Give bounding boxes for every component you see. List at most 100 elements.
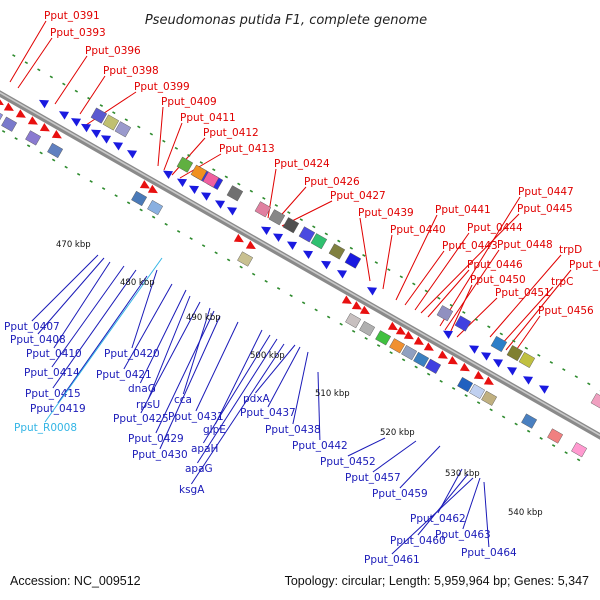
reverse-gene-arrow [176, 178, 188, 188]
reverse-gene-label: Pput_0437 [240, 407, 296, 419]
forward-label-layer: Pput_0391Pput_0393Pput_0396Pput_0398Pput… [9, 10, 600, 357]
forward-gene-box [237, 251, 254, 267]
forward-gene-label: Pput_0453 [569, 259, 600, 271]
tick-mark [574, 375, 579, 379]
forward-gene-label: Pput_0409 [161, 96, 217, 108]
tick-mark [1, 130, 6, 133]
tick-layer [1, 54, 600, 462]
reverse-leader-line [31, 254, 99, 322]
reverse-gene-label: Pput_0431 [168, 411, 224, 423]
tick-mark [564, 451, 568, 455]
forward-gene-box [147, 200, 164, 216]
forward-gene-arrow [341, 295, 352, 304]
forward-gene-box [131, 190, 148, 207]
forward-gene-label: Pput_0456 [538, 305, 594, 317]
tick-mark [226, 258, 231, 262]
forward-gene-label: Pput_0424 [274, 158, 330, 170]
tick-mark [276, 287, 281, 290]
forward-leader-line [54, 55, 88, 105]
tick-mark [262, 196, 266, 200]
tick-mark [489, 408, 493, 412]
tick-mark [264, 279, 268, 283]
tick-mark [214, 251, 218, 255]
reverse-gene-box [176, 156, 194, 173]
reverse-gene-label: Pput_0429 [128, 433, 184, 445]
reverse-gene-label: Pput_0463 [435, 529, 491, 541]
forward-leader-line [505, 269, 572, 351]
reverse-gene-arrow [226, 207, 238, 216]
forward-gene-arrow [233, 233, 244, 243]
reverse-gene-arrow [366, 287, 378, 296]
forward-gene-arrow [447, 356, 458, 365]
topology-text: Topology: circular; Length: 5,959,964 bp… [284, 574, 589, 588]
reverse-gene-label: pdxA [243, 393, 271, 405]
tick-mark [376, 344, 381, 348]
tick-mark [89, 180, 93, 183]
reverse-leader-line [267, 346, 301, 408]
tick-mark [301, 301, 306, 305]
reverse-gene-box [254, 201, 272, 218]
reverse-gene-label: Pput_0460 [390, 535, 446, 547]
tick-mark [587, 382, 591, 386]
reverse-leader-line [37, 257, 105, 335]
tick-mark [551, 444, 556, 447]
tick-mark [501, 415, 506, 419]
forward-gene-label: Pput_0448 [497, 239, 553, 251]
scale-label: 480 kbp [120, 278, 155, 288]
forward-gene-label: Pput_0391 [44, 10, 100, 22]
forward-leader-line [79, 75, 106, 115]
reverse-leader-line [140, 301, 201, 414]
forward-gene-box [571, 442, 588, 458]
reverse-leader-line [255, 344, 296, 394]
reverse-gene-label: rpsU [136, 399, 160, 411]
reverse-gene-arrow [336, 270, 348, 279]
reverse-leader-line [44, 257, 163, 423]
tick-mark [12, 54, 16, 57]
scale-label: 500 kbp [250, 351, 285, 361]
tick-mark [514, 422, 518, 426]
tick-mark [299, 218, 304, 222]
forward-gene-label: Pput_0440 [390, 224, 446, 236]
reverse-gene-box [202, 171, 220, 188]
tick-mark [424, 289, 429, 293]
tick-mark [224, 175, 229, 179]
tick-mark [249, 189, 254, 193]
tick-mark [364, 337, 368, 340]
reverse-gene-box [518, 351, 536, 369]
reverse-leader-line [155, 310, 215, 434]
tick-mark [524, 346, 529, 350]
tick-mark [114, 194, 118, 198]
reverse-gene-arrow [100, 135, 112, 144]
reverse-gene-label: Pput_0425 [113, 413, 169, 425]
forward-leader-line [449, 284, 473, 334]
reverse-gene-box [282, 217, 300, 234]
scale-label: 530 kbp [445, 469, 480, 479]
forward-gene-box [457, 377, 474, 393]
tick-mark [99, 104, 104, 107]
reverse-gene-arrow [538, 385, 550, 394]
forward-gene-arrow [139, 180, 150, 189]
tick-mark [239, 265, 243, 269]
reverse-leader-line [190, 343, 285, 485]
forward-gene-arrow [395, 326, 406, 335]
reverse-gene-arrow [214, 200, 226, 209]
forward-gene-arrow [15, 109, 26, 118]
reverse-gene-arrow [522, 376, 534, 385]
reverse-gene-box [328, 243, 346, 260]
reverse-gene-arrow [468, 345, 480, 354]
forward-gene-box [47, 142, 64, 159]
tick-mark [401, 358, 406, 362]
tick-mark [162, 139, 166, 143]
tick-mark [87, 96, 91, 100]
forward-gene-label: Pput_0427 [330, 190, 386, 202]
reverse-gene-box [268, 209, 286, 226]
reverse-gene-arrow [272, 233, 284, 242]
reverse-gene-box [114, 121, 132, 138]
tick-mark [437, 296, 441, 300]
accession-text: Accession: NC_009512 [10, 574, 141, 588]
forward-gene-box [425, 358, 442, 374]
forward-gene-box [547, 428, 564, 444]
reverse-gene-arrow [286, 241, 298, 250]
tick-mark [512, 339, 516, 343]
forward-gene-label: Pput_0441 [435, 204, 491, 216]
